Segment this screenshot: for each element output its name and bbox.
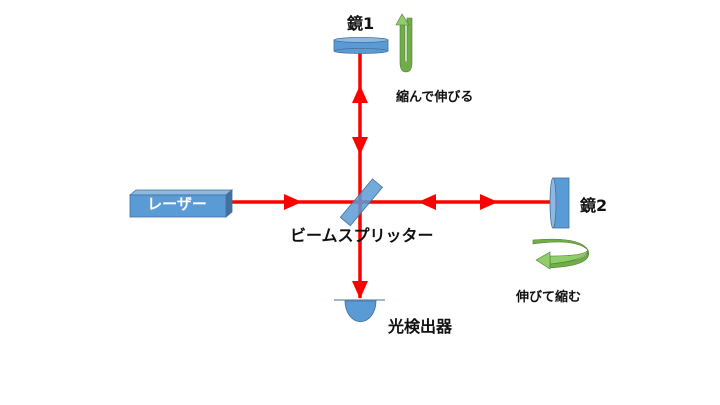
- mirror-2: [549, 177, 570, 229]
- mirror-2-label: 鏡2: [580, 196, 608, 215]
- arrow-up-icon: [352, 85, 368, 103]
- laser-label: レーザー: [147, 195, 207, 213]
- beam-splitter: [339, 178, 383, 227]
- mirror-1-label: 鏡1: [347, 14, 375, 33]
- photodetector: [334, 299, 385, 323]
- beam-splitter-label: ビームスプリッター: [290, 226, 434, 245]
- laser-beam: [232, 53, 552, 299]
- arrow-right-icon: [284, 194, 302, 210]
- mirror-2-motion-label: 伸びて縮む: [516, 290, 582, 305]
- mirror-1: [333, 37, 389, 54]
- arrow-right-icon: [480, 194, 498, 210]
- arrow-down-icon: [352, 281, 368, 299]
- mirror-1-motion-label: 縮んで伸びる: [396, 90, 474, 105]
- curl-arrow-icon: [532, 238, 589, 270]
- laser-source: [128, 189, 234, 218]
- detector-label: 光検出器: [388, 317, 453, 336]
- arrow-down-icon: [352, 137, 368, 155]
- arrow-left-icon: [418, 194, 436, 210]
- stretch-arrow-icon: [395, 13, 413, 73]
